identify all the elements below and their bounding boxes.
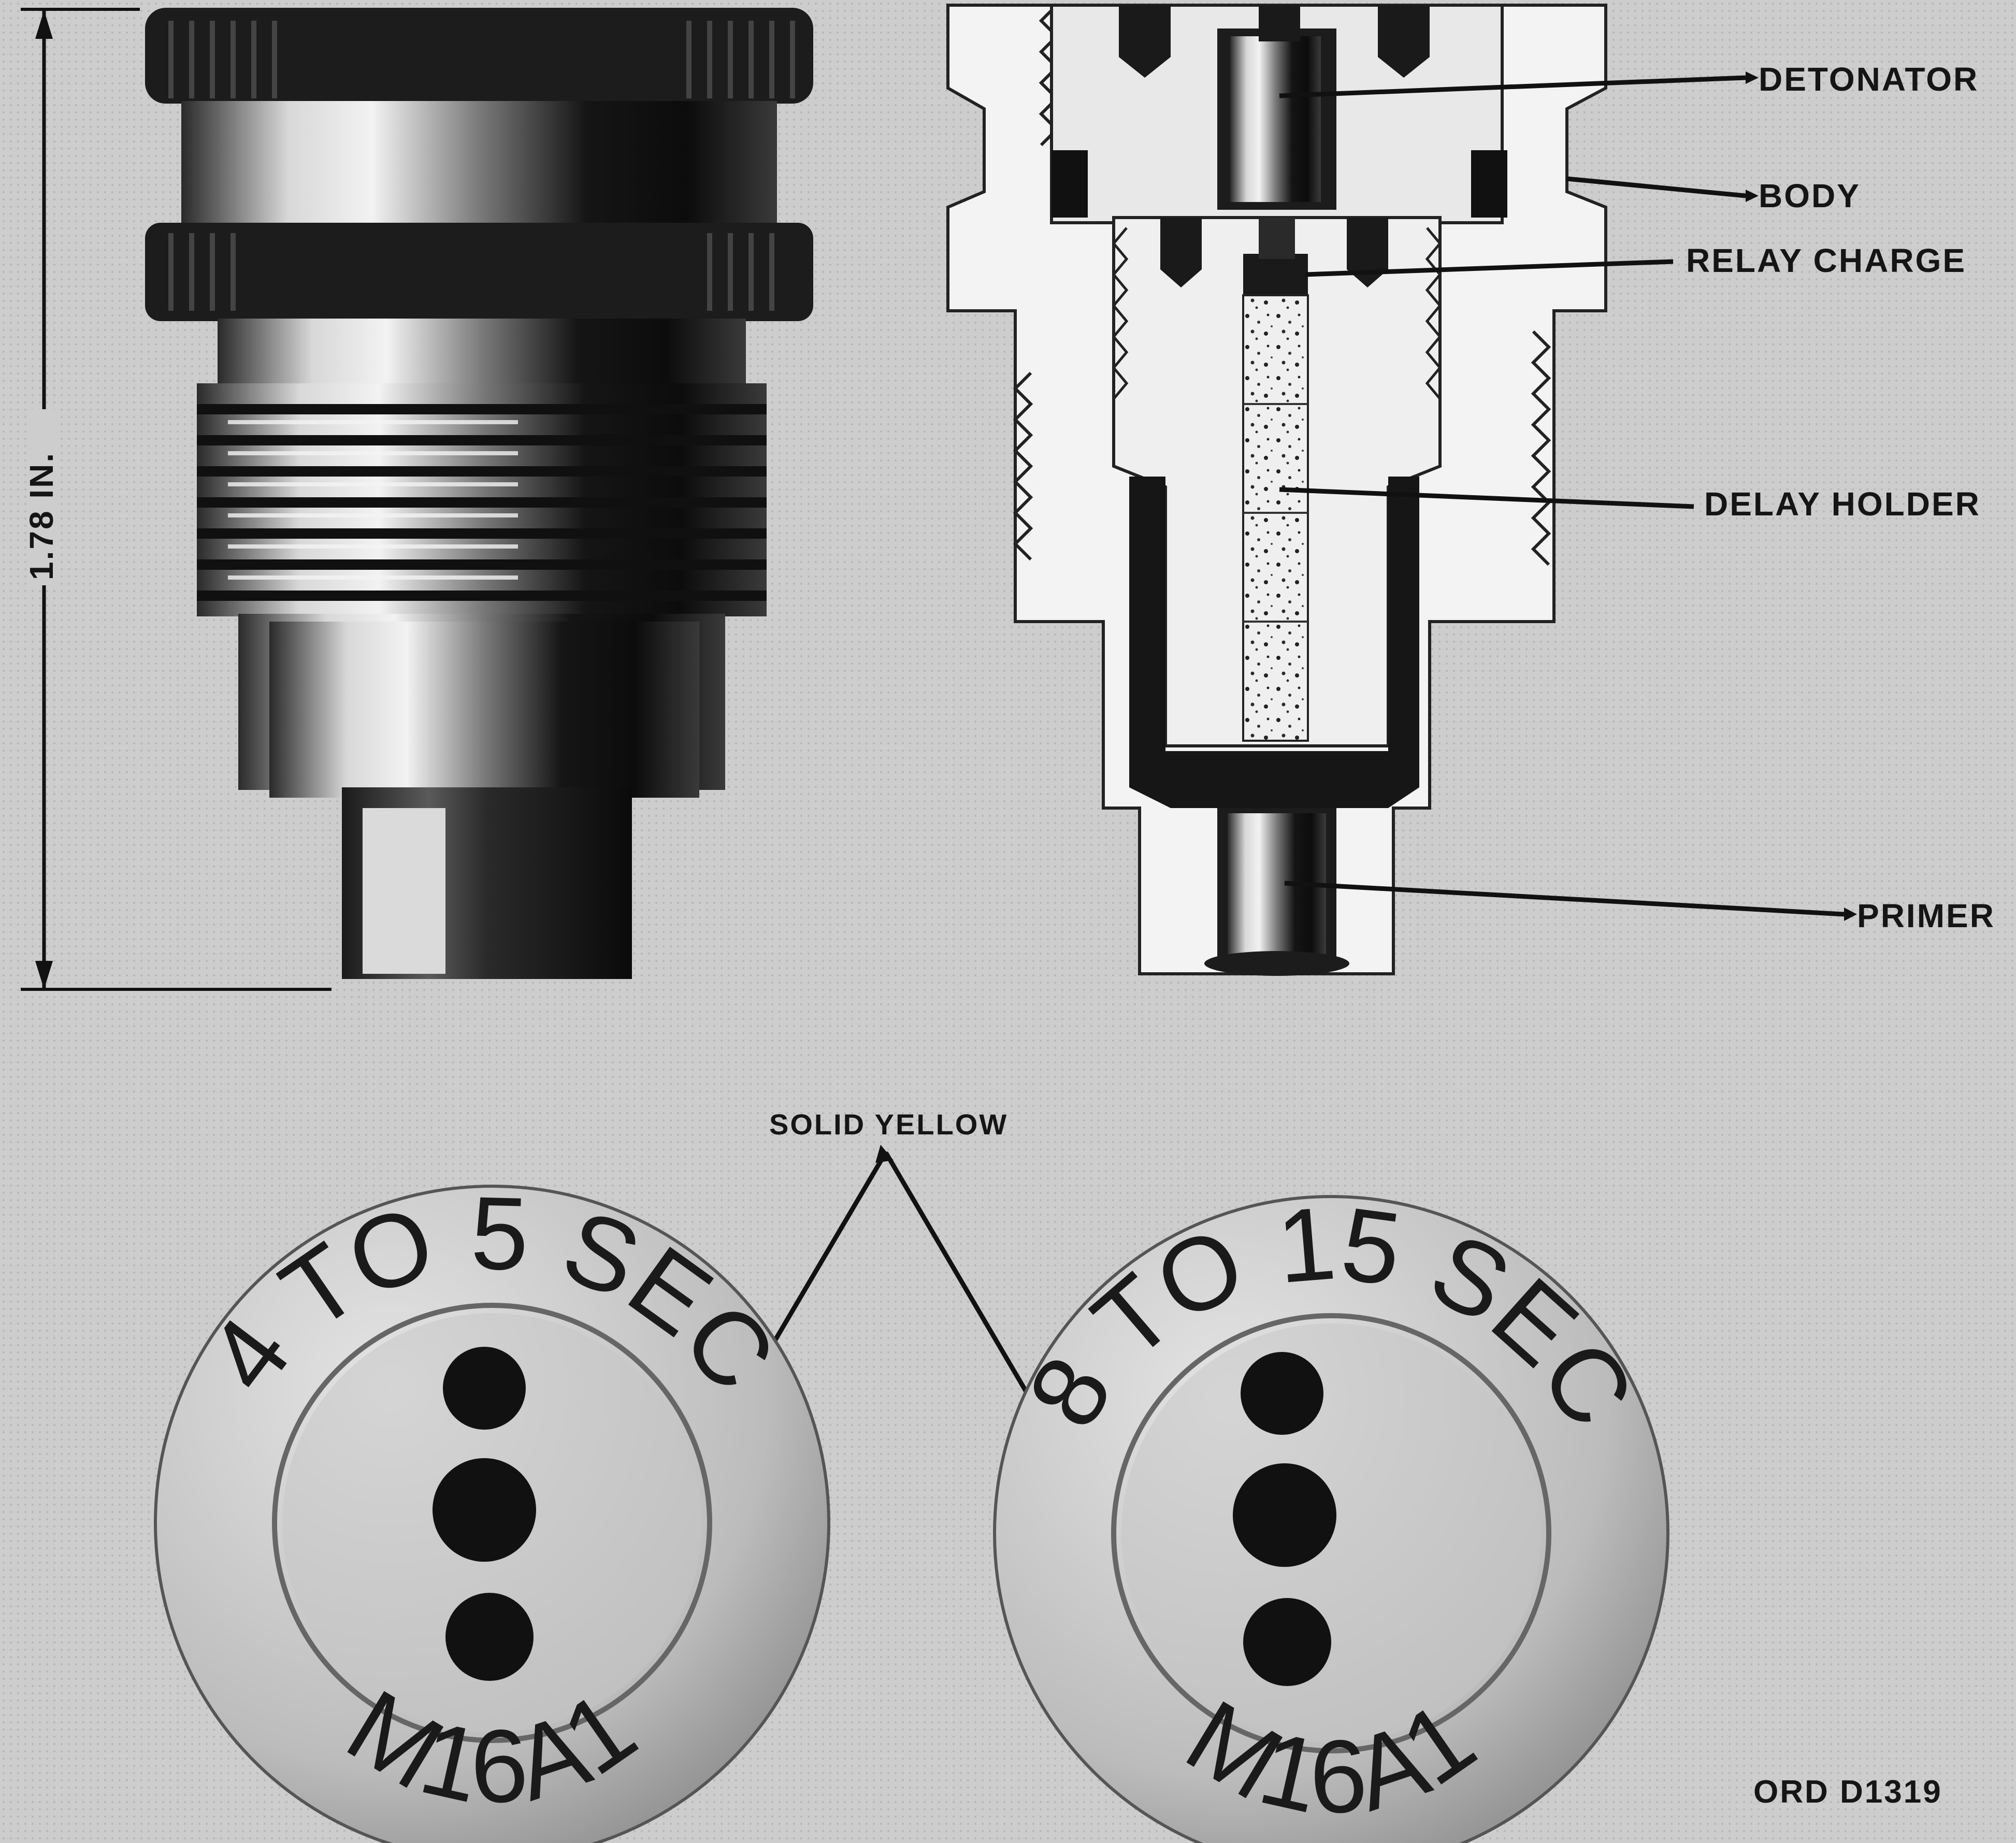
callout-detonator: DETONATOR [1759, 61, 1979, 98]
exterior-threads [197, 383, 767, 616]
primer-part [1204, 808, 1349, 976]
callout-leaders [1279, 71, 1857, 921]
disc-hole-middle [1233, 1463, 1336, 1567]
disc-hole-bottom [1243, 1598, 1331, 1686]
disc-hole-bottom [445, 1593, 534, 1681]
fuze-exterior-view [145, 8, 813, 979]
callout-primer: PRIMER [1857, 897, 1995, 934]
callout-delay-holder: DELAY HOLDER [1704, 485, 1981, 523]
disc-hole-top [443, 1347, 526, 1430]
disc-hole-top [1241, 1352, 1323, 1435]
callout-solid-yellow: SOLID YELLOW [769, 1108, 1008, 1141]
disc-hole-middle [433, 1458, 536, 1562]
callout-relay-charge: RELAY CHARGE [1686, 242, 1966, 279]
dimension-marker: 1.78 IN. [21, 8, 332, 991]
callout-body: BODY [1759, 177, 1861, 214]
dimension-label: 1.78 IN. [23, 452, 60, 580]
relay-charge-part [1243, 254, 1308, 295]
disc-8-to-15-sec: 8 TO 15 SEC M16A1 [993, 1185, 1669, 1843]
detonator-part [1217, 5, 1336, 210]
fuze-cross-section [946, 4, 1607, 976]
delay-holder-part [1242, 294, 1309, 742]
figure-id: ORD D1319 [1753, 1774, 1942, 1810]
disc-4-to-5-sec: 4 TO 5 SEC M16A1 [154, 1175, 830, 1843]
